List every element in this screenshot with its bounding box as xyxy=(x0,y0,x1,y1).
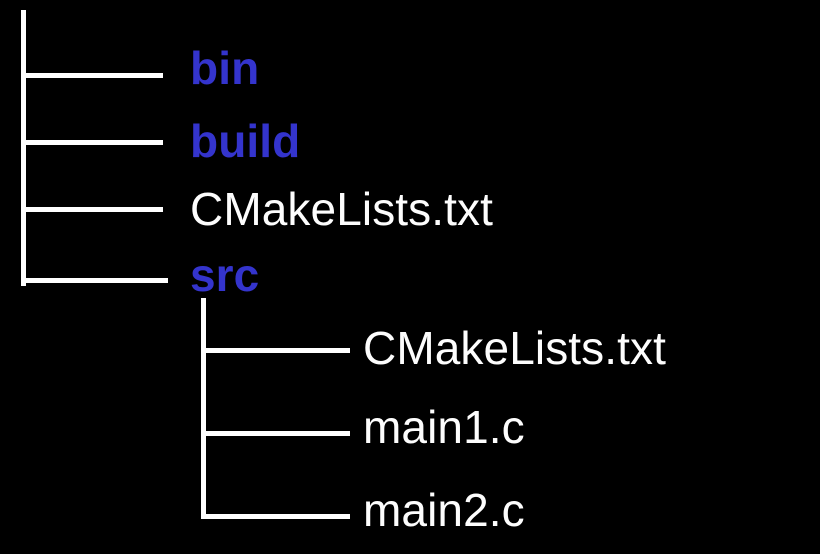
tree-item-src[interactable]: src xyxy=(190,249,260,301)
tree-branch-line-bin xyxy=(21,73,163,78)
tree-item-bin[interactable]: bin xyxy=(190,42,260,94)
tree-item-main1-c[interactable]: main1.c xyxy=(363,401,525,453)
tree-branch-line-src-cmakelists xyxy=(201,348,350,353)
tree-branch-line-src xyxy=(21,278,168,283)
tree-branch-line-src-main2 xyxy=(201,514,350,519)
tree-item-build[interactable]: build xyxy=(190,115,301,167)
tree-trunk-line-root xyxy=(21,10,26,286)
tree-item-cmakelists-src[interactable]: CMakeLists.txt xyxy=(363,322,667,374)
tree-trunk-line-src xyxy=(201,298,206,519)
tree-branch-line-src-main1 xyxy=(201,431,350,436)
tree-branch-line-cmakelists xyxy=(21,207,163,212)
tree-item-cmakelists-root[interactable]: CMakeLists.txt xyxy=(190,183,494,235)
tree-branch-line-build xyxy=(21,140,163,145)
tree-item-main2-c[interactable]: main2.c xyxy=(363,484,525,536)
